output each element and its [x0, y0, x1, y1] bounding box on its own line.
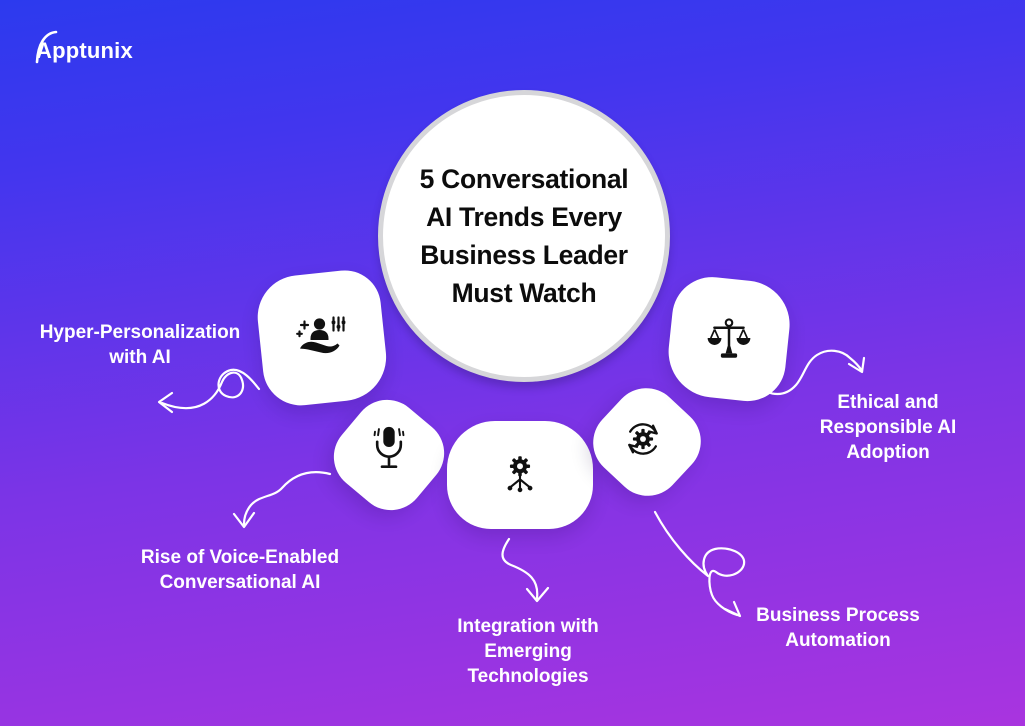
label-line: Ethical and	[837, 392, 939, 413]
microphone-icon	[368, 420, 410, 474]
label-line: Automation	[785, 630, 891, 651]
card-ethics	[664, 273, 794, 405]
label-automation: Business Process Automation	[740, 603, 936, 653]
label-line: Responsible AI	[819, 417, 957, 438]
label-line: Emerging	[484, 641, 572, 662]
title-line: Must Watch	[451, 278, 597, 308]
label-line: Adoption	[846, 442, 930, 463]
card-hyper-personalization	[253, 266, 391, 410]
label-line: Integration with	[457, 616, 599, 637]
label-hyper-personalization: Hyper-Personalization with AI	[18, 320, 262, 370]
label-line: Business Process	[756, 605, 920, 626]
curved-arrow-integration	[501, 537, 550, 603]
curved-arrow-voice	[232, 471, 332, 529]
card-automation	[579, 374, 715, 510]
label-line: Rise of Voice-Enabled	[140, 547, 340, 568]
label-line: Conversational AI	[159, 572, 321, 593]
logo-text: Apptunix	[36, 38, 133, 63]
label-ethics: Ethical and Responsible AI Adoption	[800, 390, 976, 465]
label-line: Technologies	[467, 666, 589, 687]
label-integration: Integration with Emerging Technologies	[436, 614, 620, 689]
logo-swoosh-icon	[35, 30, 58, 64]
label-line: Hyper-Personalization	[39, 322, 241, 343]
central-title-circle: 5 Conversational AI Trends Every Busines…	[378, 90, 670, 382]
curved-arrow-hyper-personalization	[157, 368, 261, 414]
title-line: AI Trends Every	[426, 202, 622, 232]
label-line: with AI	[109, 347, 171, 368]
label-voice-enabled: Rise of Voice-Enabled Conversational AI	[120, 545, 360, 595]
gear-refresh-icon	[621, 417, 665, 461]
title-line: Business Leader	[420, 240, 628, 270]
apptunix-logo: Apptunix	[35, 30, 166, 70]
curved-arrow-ethics	[765, 349, 866, 396]
card-voice-enabled	[319, 385, 459, 525]
curved-arrow-automation	[653, 510, 746, 618]
user-in-hand-sliders-icon	[295, 313, 349, 359]
title-line: 5 Conversational	[419, 164, 629, 194]
infographic-title: 5 Conversational AI Trends Every Busines…	[420, 160, 629, 312]
card-integration	[447, 421, 593, 529]
balance-scale-icon	[706, 316, 752, 362]
gear-network-icon	[499, 452, 541, 498]
